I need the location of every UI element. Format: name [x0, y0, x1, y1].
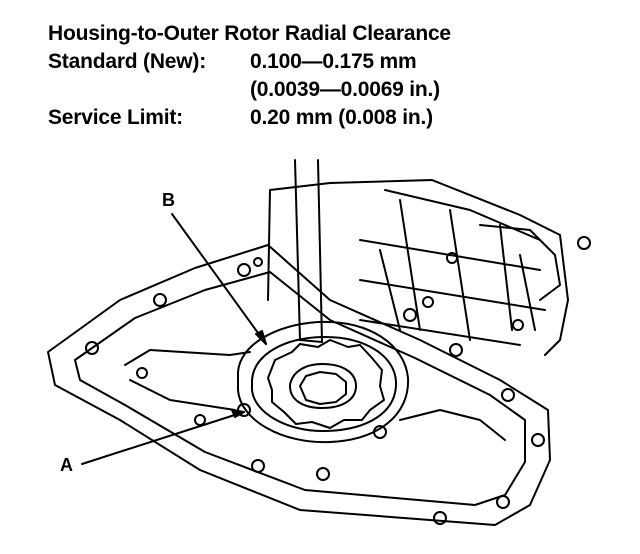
callout-a: A [60, 455, 73, 475]
leader-a [81, 411, 245, 465]
callout-b: B [162, 190, 175, 210]
lower-housing [47, 244, 551, 526]
service-limit-value: 0.20 mm (0.008 in.) [250, 106, 433, 129]
standard-value-inches: (0.0039—0.0069 in.) [250, 78, 440, 101]
leader-b [171, 213, 267, 345]
upper-housing [267, 179, 569, 356]
bolt-holes [85, 236, 591, 525]
standard-value: 0.100—0.175 mm [250, 50, 417, 73]
feeler-gauge [294, 159, 323, 343]
standard-label: Standard (New): [48, 50, 207, 73]
spec-title: Housing-to-Outer Rotor Radial Clearance [48, 22, 451, 45]
service-limit-label: Service Limit: [48, 106, 183, 129]
arrow-b [255, 330, 267, 345]
arrow-a [231, 409, 245, 418]
pump-assembly [237, 320, 410, 444]
